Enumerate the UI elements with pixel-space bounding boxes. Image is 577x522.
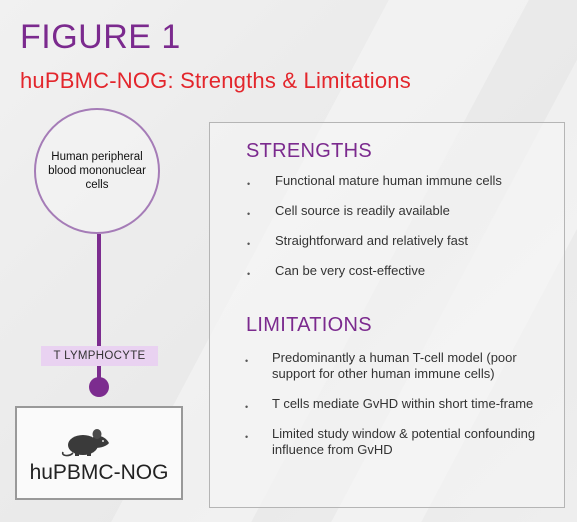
strengths-list: •Functional mature human immune cells •C… — [244, 173, 554, 293]
connector-line — [97, 234, 101, 385]
strength-item: •Can be very cost-effective — [244, 263, 554, 293]
bullet-mark: • — [245, 402, 249, 412]
bullet-mark: • — [247, 209, 251, 219]
bullet-mark: • — [247, 179, 251, 189]
pbmc-circle: Human peripheral blood mononuclear cells — [34, 108, 160, 234]
limitation-item: •T cells mediate GvHD within short time-… — [244, 396, 544, 412]
bullet-mark: • — [247, 269, 251, 279]
bullet-mark: • — [245, 356, 249, 366]
limitation-item: •Predominantly a human T-cell model (poo… — [245, 350, 517, 381]
pbmc-circle-label: Human peripheral blood mononuclear cells — [48, 151, 146, 191]
mouse-icon — [61, 429, 109, 457]
figure-title: FIGURE 1 — [20, 18, 181, 56]
figure-subtitle: huPBMC-NOG: Strengths & Limitations — [20, 68, 411, 93]
strength-item: •Functional mature human immune cells — [244, 173, 554, 203]
bullet-mark: • — [247, 239, 251, 249]
model-label: huPBMC-NOG — [29, 461, 169, 484]
strengths-limitations-panel — [209, 122, 565, 508]
limitation-item: •Limited study window & potential confou… — [245, 426, 536, 457]
bullet-mark: • — [245, 432, 249, 442]
strengths-heading: STRENGTHS — [246, 140, 373, 162]
strength-item: •Cell source is readily available — [244, 203, 554, 233]
strength-item: •Straightforward and relatively fast — [244, 233, 554, 263]
model-box: huPBMC-NOG — [15, 406, 183, 500]
limitations-list: •Predominantly a human T-cell model (poo… — [244, 350, 544, 472]
t-lymphocyte-label: T LYMPHOCYTE — [41, 346, 158, 366]
connector-dot — [89, 377, 109, 397]
limitations-heading: LIMITATIONS — [246, 314, 372, 336]
